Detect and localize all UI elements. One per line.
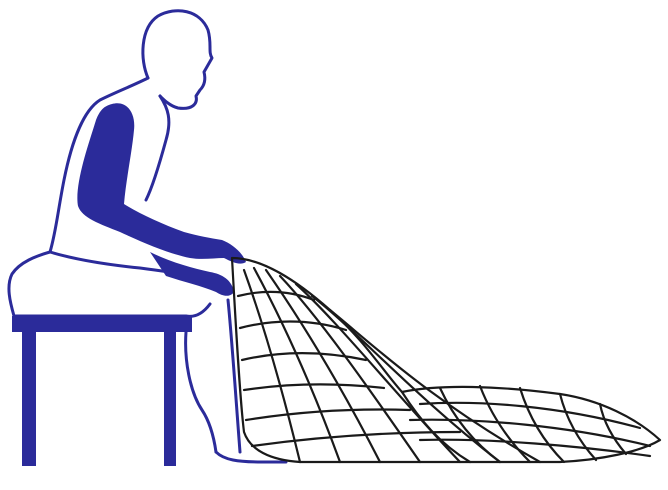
stool-leg-right [164,332,176,466]
net-strand-1 [244,270,300,462]
net-ground-cross-5 [560,394,596,460]
stool-icon [12,316,192,466]
net-strand-3 [266,270,380,462]
net-cross-2 [240,322,346,331]
thigh-under [14,304,210,316]
fishing-net-icon [232,258,660,462]
head [143,11,212,109]
upper-arm [77,103,246,263]
stool-seat [12,316,192,332]
arm-icon [77,103,246,296]
net-cross-4 [244,384,384,390]
chest-line [146,96,169,200]
net-ground-cross-6 [600,404,626,454]
net-cross-1 [238,292,314,300]
lower-hand [150,252,234,296]
stool-leg-left [22,332,36,466]
shin-back [186,332,216,452]
